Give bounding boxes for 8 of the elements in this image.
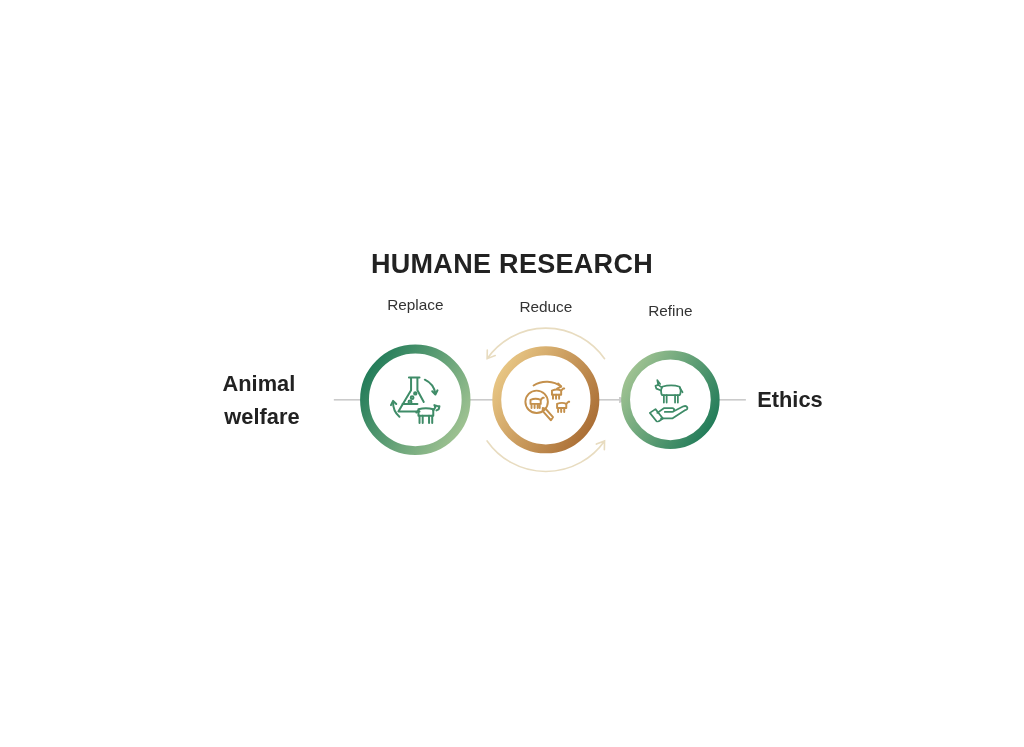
node-text: Animal welfare [222,371,300,429]
node-label: Replace [387,296,444,314]
node-circle [621,350,720,450]
node-circle [360,344,471,456]
node-label: Refine [648,302,693,320]
node-label: Reduce [519,298,573,316]
node-text: Ethics [757,387,823,412]
title: HUMANE RESEARCH [371,249,653,281]
